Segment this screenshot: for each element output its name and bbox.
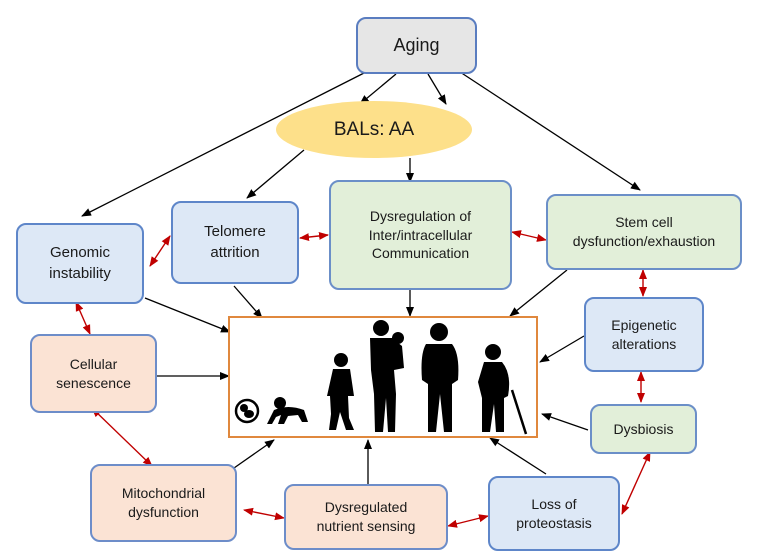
dysbiosis-node: Dysbiosis <box>590 404 697 454</box>
telomere-attrition-node: Telomere attrition <box>171 201 299 284</box>
epigenetic-label: Epigenetic alterations <box>611 316 677 352</box>
communication-node: Dysregulation of Inter/intracellular Com… <box>329 180 512 290</box>
red-arrow-nutrient-mito <box>243 507 285 521</box>
fetus-icon <box>234 398 260 424</box>
arrow-proteostasis-to-center <box>489 437 547 475</box>
senescence-node: Cellular senescence <box>30 334 157 413</box>
arrow-mito-to-center <box>233 439 275 469</box>
aging-node: Aging <box>356 17 477 74</box>
red-arrow-genomic-telomere <box>149 235 171 267</box>
red-arrow-proteostasis-nutrient <box>447 514 489 528</box>
communication-label: Dysregulation of Inter/intracellular Com… <box>368 207 473 262</box>
elderly-with-cane-icon <box>478 344 528 435</box>
arrow-epigenetic-to-center <box>539 335 585 363</box>
senescence-label: Cellular senescence <box>56 355 131 391</box>
arrow-aging-to-ellipse-right <box>427 73 447 105</box>
child-icon <box>327 353 354 430</box>
dysbiosis-label: Dysbiosis <box>613 420 674 437</box>
arrow-genomic-to-center <box>144 297 231 333</box>
epigenetic-node: Epigenetic alterations <box>584 297 704 372</box>
bals-label: BALs: AA <box>333 118 415 140</box>
genomic-instability-label: Genomic instability <box>49 244 111 282</box>
crawling-baby-icon <box>267 397 308 424</box>
arrow-ellipse-to-telomere <box>246 149 305 199</box>
telomere-attrition-label: Telomere attrition <box>204 223 266 261</box>
ellipse-arrows <box>246 149 414 199</box>
mitochondrial-node: Mitochondrial dysfunction <box>90 464 237 542</box>
red-arrow-communication-stem <box>511 230 547 242</box>
mitochondrial-label: Mitochondrial dysfunction <box>121 485 206 520</box>
arrow-telomere-to-center <box>233 285 263 319</box>
aging-arrows <box>81 69 641 217</box>
arrow-aging-to-stem-cell <box>456 69 641 191</box>
red-arrow-dysbiosis-proteostasis <box>621 451 651 515</box>
red-arrow-telomere-communication <box>299 231 329 242</box>
proteostasis-node: Loss of proteostasis <box>488 476 620 551</box>
arrow-stem-to-center <box>509 269 568 317</box>
center-arrows <box>144 269 589 485</box>
genomic-instability-node: Genomic instability <box>16 223 144 304</box>
stem-cell-label: Stem cell dysfunction/exhaustion <box>572 214 716 249</box>
arrow-aging-to-genomic <box>81 71 367 217</box>
nutrient-sensing-label: Dysregulated nutrient sensing <box>316 499 416 534</box>
nutrient-sensing-node: Dysregulated nutrient sensing <box>284 484 448 550</box>
bals-ellipse: BALs: AA <box>276 101 472 158</box>
aging-stages-frame <box>228 316 538 438</box>
stem-cell-node: Stem cell dysfunction/exhaustion <box>546 194 742 270</box>
red-arrow-senescence-genomic <box>75 301 91 335</box>
middle-aged-adult-icon <box>421 323 459 432</box>
aging-stages-silhouette-icon <box>234 320 528 435</box>
adult-with-baby-icon <box>370 320 404 432</box>
aging-label: Aging <box>393 35 440 56</box>
arrow-dysbiosis-to-center <box>541 413 589 431</box>
arrow-aging-to-ellipse-left <box>359 73 397 105</box>
proteostasis-label: Loss of proteostasis <box>516 495 592 531</box>
red-arrows <box>75 230 651 528</box>
red-arrow-mito-senescence <box>91 407 153 467</box>
